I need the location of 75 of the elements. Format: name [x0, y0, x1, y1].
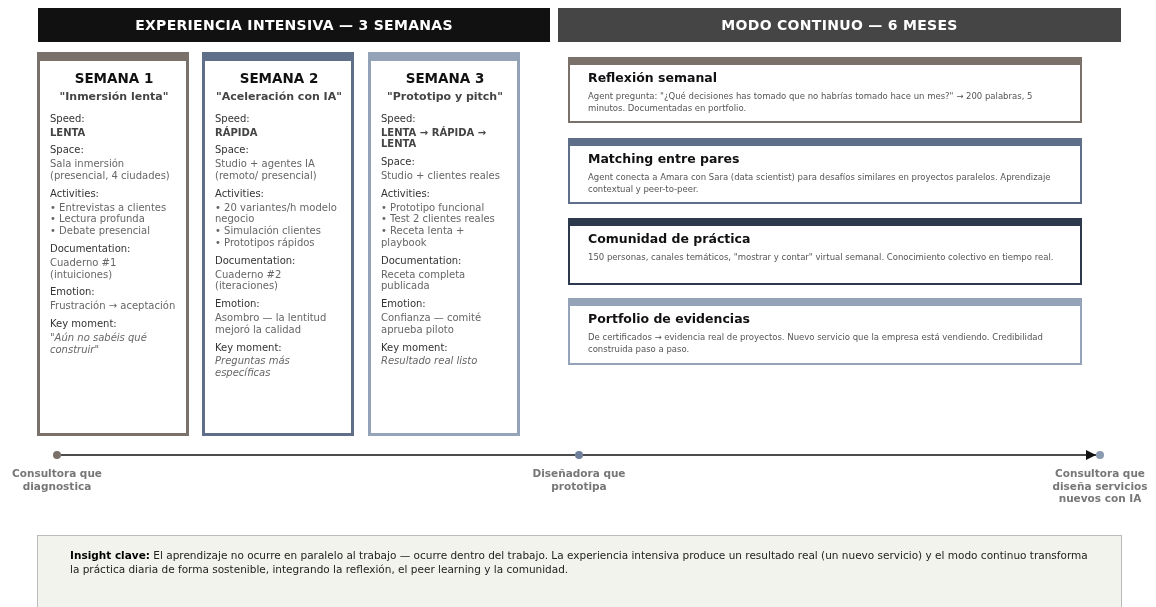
field-label: Key moment:: [215, 341, 283, 354]
field-value: Cuaderno #1 (intuiciones): [50, 256, 118, 281]
insight-panel: [37, 535, 1122, 607]
field-value: • Debate presencial: [50, 225, 151, 238]
field-value: RÁPIDA: [215, 126, 259, 139]
timeline-label: Consultora que diseña servicios nuevos con IA: [1051, 467, 1149, 505]
field-value: "Aún no sabéis qué construir": [50, 331, 148, 356]
field-value: Resultado real listo: [381, 355, 479, 368]
card-description: 150 personas, canales temáticos, "mostrar y contar" virtual semanal. Conocimiento colectivo en tiempo real.: [588, 251, 1055, 264]
timeline-dot: [1096, 451, 1104, 459]
card-description: De certificados → evidencia real de proyectos. Nuevo servicio que la empresa está vendiendo. Credibilidad construida paso a paso.: [588, 331, 1044, 356]
field-value: • Prototipo funcional: [381, 201, 486, 214]
field-value: LENTA: [50, 126, 87, 139]
field-value: Cuaderno #2 (iteraciones): [215, 268, 283, 293]
field-value: Studio + agentes IA (remoto/ presencial): [215, 158, 318, 182]
section-header-band: EXPERIENCIA INTENSIVA — 3 SEMANAS: [38, 8, 550, 42]
field-value: • Receta lenta + playbook: [381, 225, 466, 249]
card-description: Agent conecta a Amara con Sara (data scientist) para desafíos similares en proyectos paralelos. Aprendizaje contextual y peer-to-peer.: [588, 171, 1052, 196]
timeline-label: Diseñadora que prototipa: [531, 467, 627, 493]
field-value: Sala inmersión (presencial, 4 ciudades): [50, 158, 171, 182]
field-label: Activities:: [50, 187, 100, 200]
card-subtitle: "Prototipo y pitch": [386, 90, 504, 104]
field-value: Frustración → aceptación: [50, 300, 177, 313]
field-label: Activities:: [381, 187, 431, 200]
field-label: Documentation:: [215, 254, 297, 267]
timeline-dot: [53, 451, 61, 459]
field-label: Activities:: [215, 187, 265, 200]
card-heading: SEMANA 2: [238, 71, 320, 87]
timeline-label: Consultora que diagnostica: [11, 467, 103, 493]
field-label: Emotion:: [215, 298, 261, 311]
field-value: • Simulación clientes: [215, 225, 322, 237]
mode-card: [568, 218, 1082, 285]
field-value: Confianza — comité aprueba piloto: [381, 312, 483, 336]
mode-card: [568, 57, 1082, 123]
field-value: Studio + clientes reales: [381, 170, 501, 182]
week-card: [37, 52, 189, 436]
field-label: Speed:: [381, 112, 417, 125]
card-heading: Portfolio de evidencias: [588, 311, 751, 326]
field-label: Key moment:: [381, 341, 449, 354]
timeline-dot: [575, 451, 583, 459]
field-value: • 20 variantes/h modelo negocio: [215, 201, 338, 225]
card-heading: Comunidad de práctica: [588, 231, 752, 246]
field-value: • Entrevistas a clientes: [50, 201, 168, 214]
card-heading: Matching entre pares: [588, 151, 741, 166]
field-value: LENTA → RÁPIDA → LENTA: [381, 126, 488, 151]
mode-card: [568, 298, 1082, 365]
card-heading: Reflexión semanal: [588, 70, 719, 85]
field-value: • Prototipos rápidos: [215, 237, 316, 249]
card-description: Agent pregunta: "¿Qué decisiones has tomado que no habrías tomado hace un mes?" → 200 palabras, 5 minutos. Documentadas en portfolio.: [588, 90, 1034, 115]
field-value: Asombro — la lentitud mejoró la calidad: [215, 312, 328, 336]
insight-text: Insight clave: El aprendizaje no ocurre en paralelo al trabajo — ocurre dentro del trabajo. La experiencia intensiva produce un resultado real (un nuevo servicio) y el modo continuo transforma la práctica diaria de forma sostenible, integrando la reflexión, el peer learning y la comunidad.: [70, 549, 1089, 577]
field-label: Space:: [381, 156, 416, 169]
field-label: Space:: [215, 144, 250, 157]
card-heading: SEMANA 3: [404, 71, 486, 87]
timeline-arrow: [582, 450, 1097, 460]
field-label: Key moment:: [50, 318, 118, 330]
field-label: Speed:: [215, 112, 251, 125]
field-label: Space:: [50, 144, 85, 157]
field-label: Emotion:: [381, 298, 427, 311]
mode-card: [568, 138, 1082, 204]
field-value: Receta completa publicada: [381, 268, 467, 293]
card-subtitle: "Aceleración con IA": [215, 90, 343, 104]
field-label: Documentation:: [381, 254, 463, 267]
week-card: [202, 52, 354, 436]
card-heading: SEMANA 1: [73, 71, 155, 87]
field-label: Emotion:: [50, 286, 96, 299]
field-label: Speed:: [50, 112, 86, 125]
week-card: [368, 52, 520, 436]
field-value: Preguntas más específicas: [215, 355, 291, 380]
timeline-line: [60, 454, 576, 456]
field-label: Documentation:: [50, 243, 132, 255]
card-subtitle: "Inmersión lenta": [58, 90, 170, 104]
section-header-band: MODO CONTINUO — 6 MESES: [558, 8, 1121, 42]
field-value: • Test 2 clientes reales: [381, 213, 496, 226]
field-value: • Lectura profunda: [50, 213, 146, 226]
